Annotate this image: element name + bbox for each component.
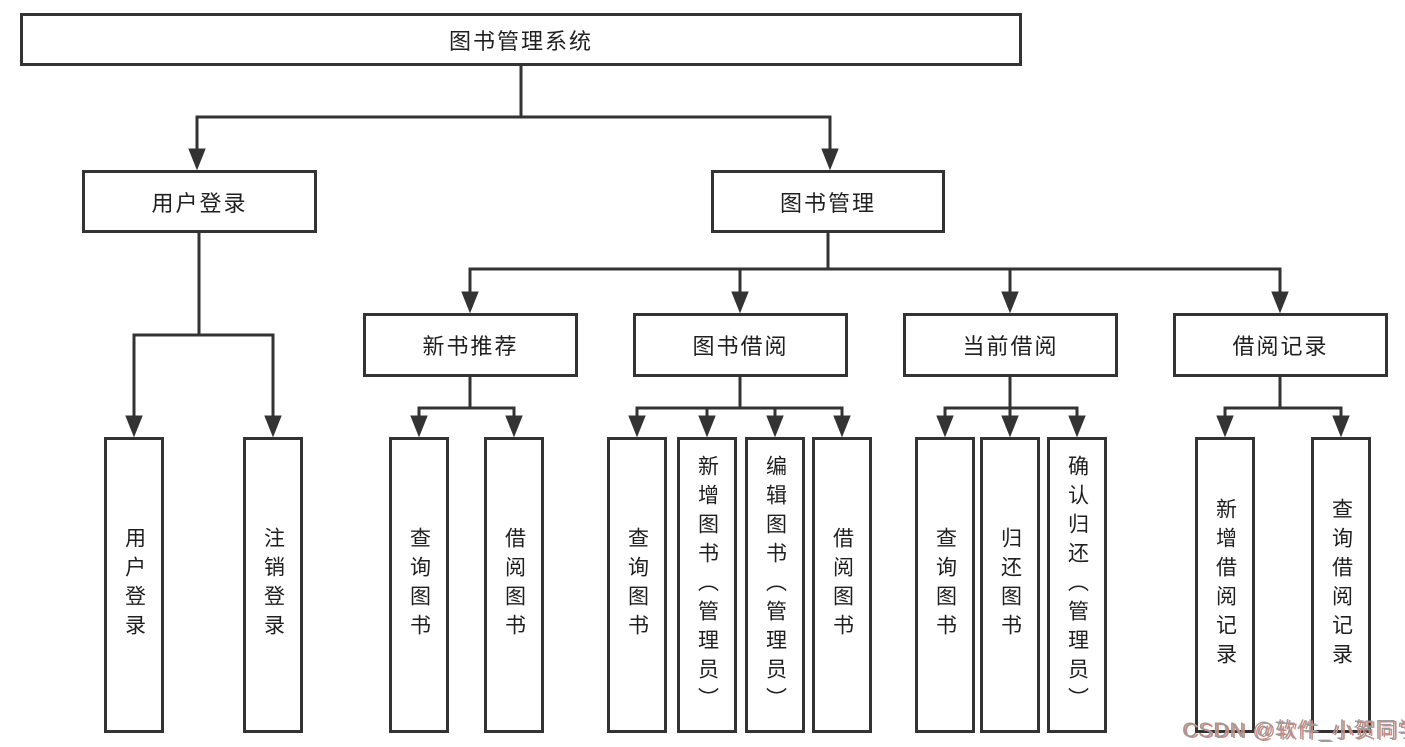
node-bb-add-books: 新增图书（管理员） [677, 437, 737, 733]
node-login: 用户登录 [104, 437, 164, 733]
node-new-book-rec-label: 新书推荐 [422, 334, 519, 359]
node-root-label: 图书管理系统 [448, 28, 593, 54]
arrow-down-icon [731, 291, 749, 314]
arrow-down-icon [125, 415, 143, 438]
arrow-down-icon [264, 415, 282, 438]
node-book-manage: 图书管理 [711, 170, 945, 233]
node-current-borrow-label: 当前借阅 [962, 334, 1059, 359]
connector-borrow-rail [635, 406, 844, 416]
arrow-down-icon [1216, 415, 1234, 438]
arrow-down-icon [1068, 415, 1086, 438]
node-bb-query-books-label: 查询图书 [625, 527, 649, 643]
connector-newrec-rail [417, 406, 516, 416]
node-cb-confirm-return-label: 确认归还（管理员） [1065, 454, 1089, 716]
node-rec-borrow-books-label: 借阅图书 [502, 527, 526, 643]
node-br-add-record-label: 新增借阅记录 [1213, 498, 1237, 672]
node-user-login-label: 用户登录 [151, 190, 248, 216]
node-bb-edit-books-label: 编辑图书（管理员） [763, 454, 787, 716]
connector-records-rail [1223, 406, 1343, 416]
arrow-down-icon [936, 415, 954, 438]
node-rec-query-books: 查询图书 [389, 437, 449, 733]
node-bb-add-books-label: 新增图书（管理员） [695, 454, 719, 716]
arrow-down-icon [410, 415, 428, 438]
connector-level1-rail [195, 115, 832, 149]
node-cb-return-books: 归还图书 [980, 437, 1040, 733]
node-book-borrow: 图书借阅 [633, 313, 848, 377]
node-br-query-record: 查询借阅记录 [1311, 437, 1371, 733]
node-root: 图书管理系统 [20, 13, 1022, 66]
node-br-query-record-label: 查询借阅记录 [1329, 498, 1353, 672]
node-cb-query-books: 查询图书 [915, 437, 975, 733]
node-user-login: 用户登录 [82, 170, 317, 233]
node-bb-borrow-books-label: 借阅图书 [830, 527, 854, 643]
csdn-watermark: CSDN @软件_小贺同学 [1182, 719, 1405, 742]
node-br-add-record: 新增借阅记录 [1195, 437, 1255, 733]
arrow-down-icon [1001, 291, 1019, 314]
node-cb-return-books-label: 归还图书 [998, 527, 1022, 643]
node-new-book-rec: 新书推荐 [363, 313, 578, 377]
node-logout-label: 注销登录 [261, 527, 285, 643]
node-cb-confirm-return: 确认归还（管理员） [1047, 437, 1107, 733]
arrow-down-icon [461, 291, 479, 314]
arrow-down-icon [188, 148, 206, 171]
arrow-down-icon [1271, 291, 1289, 314]
node-borrow-records-label: 借阅记录 [1232, 334, 1329, 359]
arrow-down-icon [698, 415, 716, 438]
node-rec-query-books-label: 查询图书 [407, 527, 431, 643]
node-logout: 注销登录 [243, 437, 303, 733]
node-bb-borrow-books: 借阅图书 [812, 437, 872, 733]
arrow-down-icon [766, 415, 784, 438]
node-bb-edit-books: 编辑图书（管理员） [745, 437, 805, 733]
node-current-borrow: 当前借阅 [903, 313, 1118, 377]
arrow-down-icon [628, 415, 646, 438]
node-borrow-records: 借阅记录 [1173, 313, 1388, 377]
node-book-manage-label: 图书管理 [779, 190, 876, 216]
connector-level2-rail [468, 267, 1282, 292]
node-book-borrow-label: 图书借阅 [692, 334, 789, 359]
arrow-down-icon [505, 415, 523, 438]
arrow-down-icon [1332, 415, 1350, 438]
connector-login-rail [132, 333, 275, 416]
node-cb-query-books-label: 查询图书 [933, 527, 957, 643]
node-login-label: 用户登录 [122, 527, 146, 643]
node-bb-query-books: 查询图书 [607, 437, 667, 733]
arrow-down-icon [821, 148, 839, 171]
arrow-down-icon [833, 415, 851, 438]
arrow-down-icon [1001, 415, 1019, 438]
node-rec-borrow-books: 借阅图书 [484, 437, 544, 733]
